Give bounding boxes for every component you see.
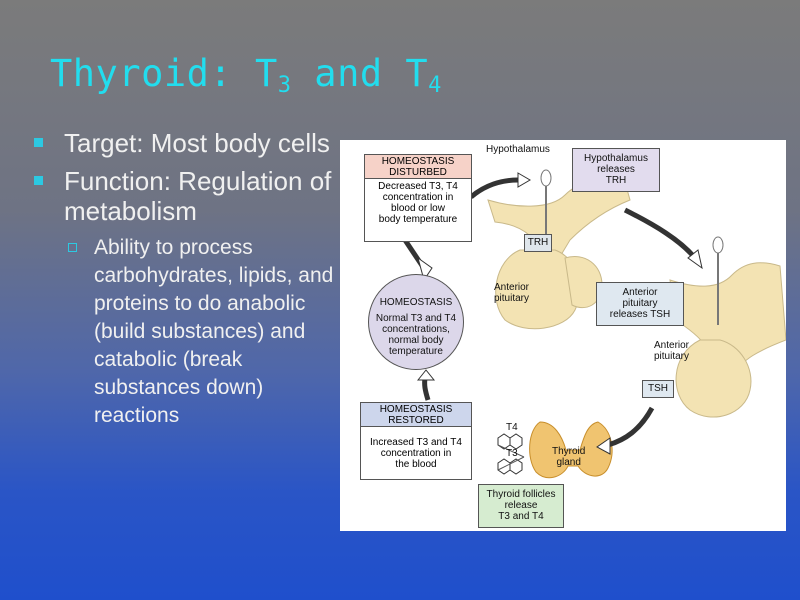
hypothalamus-label: Hypothalamus — [486, 144, 550, 155]
t4-molecule-icon — [497, 433, 511, 450]
arrow-restored-to-homeostasis — [422, 377, 431, 401]
arrow-hypothalamus-to-pituitary2 — [623, 207, 697, 260]
sub-bullet-metabolism: Ability to process carbohydrates, lipids… — [30, 234, 335, 430]
neuron-icon — [540, 169, 552, 187]
bullet-function: Function: Regulation of metabolism — [30, 166, 335, 226]
slide-title: Thyroid: T3 and T4 — [50, 52, 442, 98]
arrow-pituitary2-to-thyroid — [607, 406, 655, 448]
sub-bullet-marker — [68, 243, 77, 252]
neuron-2-icon — [712, 236, 724, 254]
thyroid-gland-shape — [529, 421, 613, 479]
trh-box: TRH — [524, 234, 552, 252]
bullet-marker — [34, 176, 43, 185]
tsh-box: TSH — [642, 380, 674, 398]
anterior-pituitary-2-shape — [675, 339, 752, 418]
diagram-artwork — [402, 169, 786, 479]
bullet-marker — [34, 138, 43, 147]
bullet-target: Target: Most body cells — [30, 128, 335, 158]
arrow-disturbed-to-hypothalamus — [469, 177, 519, 199]
t4-label: T4 — [506, 422, 518, 433]
t3-label: T3 — [506, 448, 518, 459]
bullet-list: Target: Most body cells Function: Regula… — [30, 128, 335, 430]
